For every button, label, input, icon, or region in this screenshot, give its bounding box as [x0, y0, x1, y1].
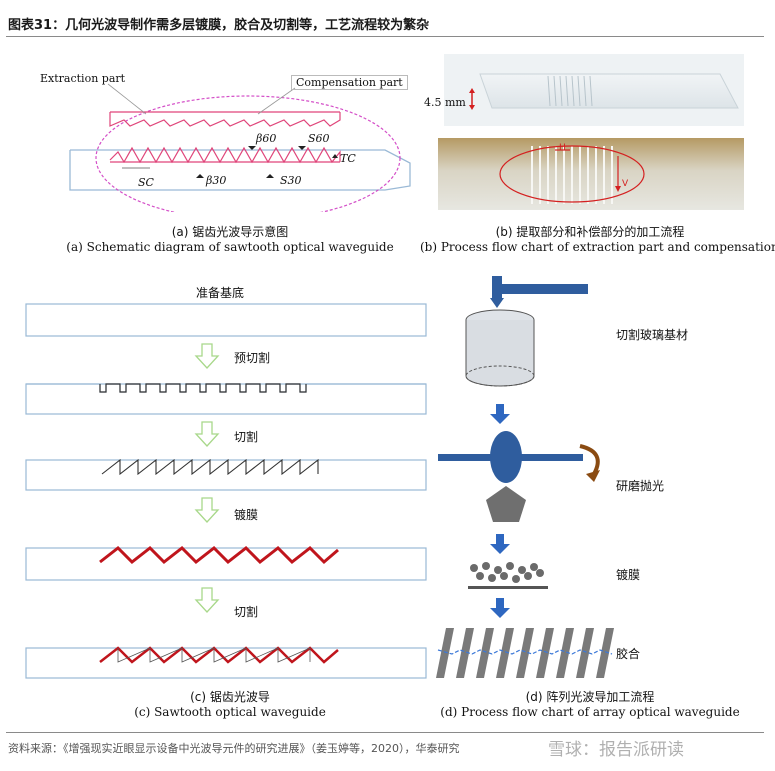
coated-sawtooth: [99, 546, 339, 565]
panel-b-photos: [438, 54, 744, 210]
step-coat: 镀膜: [234, 508, 259, 522]
panel-d-diagram: [436, 276, 614, 678]
highlight-ellipse: [95, 95, 401, 212]
h-label: H: [559, 143, 566, 153]
step-prepare-substrate: 准备基底: [196, 286, 245, 300]
step-bonding: 胶合: [616, 647, 641, 661]
cut-sawtooth: [101, 458, 319, 476]
tc-label: TC: [340, 152, 356, 165]
coating-particles: [470, 562, 544, 583]
panel-d-caption-en: (d) Process flow chart of array optical …: [440, 705, 740, 719]
green-arrow-4: [194, 587, 220, 613]
tc-pointer: [332, 154, 338, 158]
glass-cylinder: [465, 320, 535, 387]
beta60-label: β60: [256, 132, 277, 145]
source-rule: [6, 732, 764, 733]
bottom-photo-bg: [438, 138, 744, 210]
compensation-part-label: Compensation part: [291, 75, 408, 90]
bonded-plates: [436, 628, 614, 678]
blue-arrow-1: [490, 404, 510, 424]
extraction-part-label: Extraction part: [40, 72, 126, 85]
panel-d-caption-cn: (d) 阵列光波导加工流程: [525, 690, 655, 704]
coating-base: [468, 586, 548, 589]
cutter-arm: [502, 284, 588, 294]
rotation-arrow: [579, 444, 600, 475]
beta60-pointer: [248, 146, 256, 150]
cutter-tip: [490, 298, 504, 308]
v-label: V: [622, 179, 629, 189]
s60-label: S60: [308, 132, 330, 145]
grinding-wheel: [490, 431, 522, 483]
s30-pointer: [266, 174, 274, 178]
highlight-ellipse-b: [499, 145, 645, 203]
workpiece-pentagon: [486, 486, 526, 522]
substrate-2: [25, 459, 427, 491]
s60-pointer: [298, 146, 306, 150]
step-grind-polish: 研磨抛光: [616, 479, 665, 493]
step-cut-final: 切割: [234, 605, 259, 619]
panel-a-diagram: [69, 83, 411, 212]
green-arrow-1: [194, 343, 220, 369]
source-note: 资料来源：《增强现实近眼显示设备中光波导元件的研究进展》（姜玉婷等，2020），…: [8, 742, 460, 755]
panel-c-diagram: [25, 303, 427, 679]
glass-grooves: [547, 75, 593, 107]
step-cut-glass: 切割玻璃基材: [616, 328, 689, 342]
panel-c-caption-en: (c) Sawtooth optical waveguide: [134, 705, 326, 719]
extraction-sawtooth: [109, 146, 341, 164]
step-coating: 镀膜: [616, 568, 641, 582]
blue-arrow-2: [490, 534, 510, 554]
figure-title: 图表31：几何光波导制作需多层镀膜，胶合及切割等，工艺流程较为繁杂: [8, 18, 430, 33]
panel-a-caption-cn: (a) 锯齿光波导示意图: [171, 225, 289, 239]
sc-label: SC: [138, 176, 154, 189]
panel-c-caption-cn: (c) 锯齿光波导: [190, 690, 270, 704]
compensation-sawtooth: [109, 112, 341, 127]
glass-slab: [479, 73, 739, 109]
watermark: 雪球：报告派研读: [548, 740, 684, 760]
final-sawtooth: [99, 646, 339, 664]
beta30-pointer: [196, 174, 204, 178]
compensation-leader: [257, 87, 296, 115]
step-precut: 预切割: [234, 351, 271, 365]
panel-a-caption-en: (a) Schematic diagram of sawtooth optica…: [66, 240, 394, 254]
substrate-0: [25, 303, 427, 337]
green-arrow-3: [194, 497, 220, 523]
panel-b-caption-en: (b) Process flow chart of extraction par…: [420, 240, 775, 254]
thickness-label: 4.5 mm: [424, 96, 466, 109]
cutter-body: [492, 276, 502, 298]
final-cut-lines: [117, 647, 311, 663]
beta30-label: β30: [206, 174, 227, 187]
substrate-3: [25, 547, 427, 581]
s30-label: S30: [280, 174, 302, 187]
blue-arrow-3: [490, 598, 510, 618]
green-arrow-2: [194, 421, 220, 447]
step-cut: 切割: [234, 430, 259, 444]
cut-lines: [531, 146, 613, 204]
substrate-4: [25, 647, 427, 679]
precut-notches: [99, 383, 307, 393]
extraction-leader: [107, 83, 147, 115]
panel-b-caption-cn: (b) 提取部分和补偿部分的加工流程: [495, 225, 685, 239]
title-rule: [6, 36, 764, 37]
